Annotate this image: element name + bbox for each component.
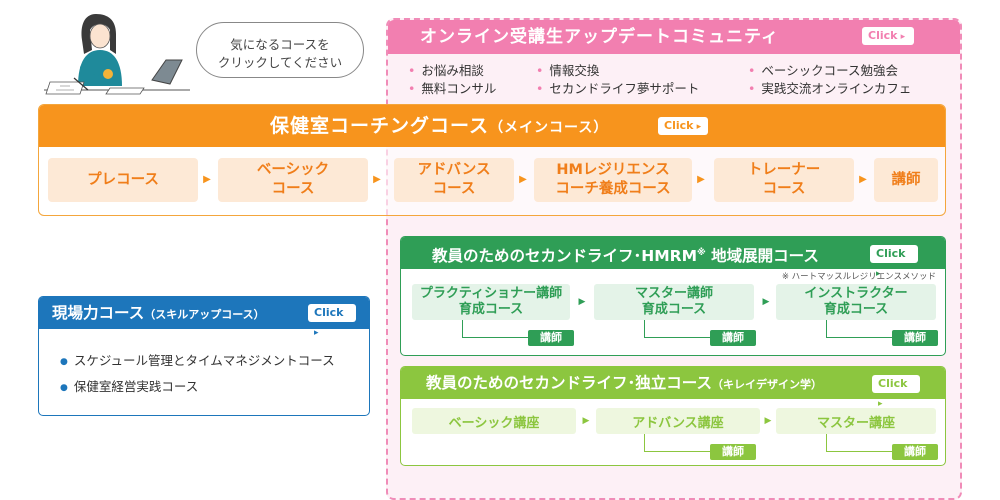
- skill-course-title: 現場力コース（スキルアップコース）: [52, 298, 302, 328]
- lecturer-tag: 講師: [528, 330, 574, 346]
- independent-step-advance[interactable]: アドバンス講座: [596, 408, 760, 434]
- hmrm-step-instructor[interactable]: インストラクター育成コース: [776, 284, 936, 320]
- lecturer-tag: 講師: [710, 444, 756, 460]
- community-item: セカンドライフ夢サポート: [536, 80, 699, 98]
- main-step-hm-resilience[interactable]: HMレジリエンスコーチ養成コース: [534, 158, 692, 202]
- independent-course-header: [401, 367, 945, 399]
- hmrm-step-master[interactable]: マスター講師育成コース: [594, 284, 754, 320]
- step-label-line2: コース: [271, 181, 315, 197]
- connector-line: [644, 434, 710, 452]
- step-label-line2: コース: [762, 181, 806, 197]
- step-label-line2: コース: [432, 181, 476, 197]
- step-label-line1: マスター講師: [634, 286, 713, 301]
- arrow-right-icon: ▶: [764, 416, 772, 426]
- arrow-right-icon: ▶: [762, 297, 770, 307]
- skill-course-subtitle: （スキルアップコース）: [144, 308, 265, 321]
- step-label: 講師: [891, 171, 921, 188]
- community-click-button[interactable]: Click: [862, 27, 914, 45]
- step-label: マスター講座: [816, 415, 895, 431]
- step-label-line2: 育成コース: [458, 302, 524, 317]
- arrow-right-icon: ▶: [859, 174, 867, 185]
- independent-subtitle: （キレイデザイン学）: [711, 378, 822, 391]
- step-label-line2: 育成コース: [641, 302, 707, 317]
- skill-course-click-button[interactable]: Click: [308, 304, 356, 322]
- community-item: お悩み相談: [408, 62, 484, 80]
- independent-step-master[interactable]: マスター講座: [776, 408, 936, 434]
- independent-course-title: 教員のためのセカンドライフ･独立コース（キレイデザイン学）: [426, 368, 866, 398]
- main-step-trainer[interactable]: トレーナーコース: [714, 158, 854, 202]
- lecturer-tag: 講師: [892, 330, 938, 346]
- lecturer-tag: 講師: [892, 444, 938, 460]
- arrow-right-icon: ▶: [519, 174, 527, 185]
- skill-course-item: 保健室経営実践コース: [60, 376, 198, 395]
- community-item: ベーシックコース勉強会: [748, 62, 898, 80]
- hmrm-title-mark: ※: [697, 248, 706, 258]
- step-label-line1: トレーナー: [747, 162, 821, 178]
- community-item: 無料コンサル: [408, 80, 496, 98]
- arrow-right-icon: ▶: [582, 416, 590, 426]
- community-item: 実践交流オンラインカフェ: [748, 80, 911, 98]
- step-label-line2: コーチ養成コース: [555, 181, 671, 197]
- independent-title-text: 教員のためのセカンドライフ･独立コース: [426, 374, 712, 392]
- bubble-text-line1: 気になるコースを: [230, 37, 330, 52]
- step-label-line1: ベーシック: [256, 162, 330, 178]
- community-item: 情報交換: [536, 62, 599, 80]
- arrow-right-icon: ▶: [697, 174, 705, 185]
- bubble-text-line2: クリックしてください: [217, 55, 343, 70]
- main-step-precourse[interactable]: プレコース: [48, 158, 198, 202]
- arrow-right-icon: ▶: [578, 297, 586, 307]
- person-at-desk-illustration: [44, 14, 190, 95]
- main-course-title: 保健室コーチングコース（メインコース）: [270, 110, 650, 142]
- hmrm-click-button[interactable]: Click: [870, 245, 918, 263]
- hmrm-footnote: ※ ハートマッスルレジリエンスメソッド: [781, 272, 936, 282]
- arrow-right-icon: ▶: [373, 174, 381, 185]
- main-course-header: [39, 105, 945, 147]
- hmrm-course-title: 教員のためのセカンドライフ･HMRM※ 地域展開コース: [432, 238, 862, 268]
- main-course-title-text: 保健室コーチングコース: [270, 115, 490, 137]
- skill-course-item: スケジュール管理とタイムマネジメントコース: [60, 350, 335, 369]
- skill-course-title-text: 現場力コース: [52, 304, 145, 322]
- main-course-click-button[interactable]: Click: [658, 117, 708, 135]
- step-label-line1: HMレジリエンス: [556, 162, 670, 178]
- step-label-line2: 育成コース: [823, 302, 889, 317]
- independent-click-button[interactable]: Click: [872, 375, 920, 393]
- connector-line: [462, 320, 528, 338]
- lecturer-tag: 講師: [710, 330, 756, 346]
- main-step-advance[interactable]: アドバンスコース: [394, 158, 514, 202]
- step-label-line1: プラクティショナー講師: [419, 286, 563, 301]
- step-label: ベーシック講座: [448, 415, 540, 431]
- main-step-basic[interactable]: ベーシックコース: [218, 158, 368, 202]
- community-title: オンライン受講生アップデートコミュニティ: [420, 27, 779, 47]
- hmrm-course-header: [401, 237, 945, 269]
- independent-step-basic[interactable]: ベーシック講座: [412, 408, 576, 434]
- step-label: アドバンス講座: [632, 415, 724, 431]
- step-label-line1: インストラクター: [804, 286, 908, 301]
- step-label-line1: アドバンス: [417, 162, 491, 178]
- speech-bubble: [196, 22, 364, 78]
- connector-line: [826, 320, 892, 338]
- arrow-right-icon: ▶: [203, 174, 211, 185]
- hmrm-title-text: 教員のためのセカンドライフ･HMRM: [432, 247, 698, 266]
- step-label: プレコース: [87, 171, 159, 188]
- main-course-subtitle: （メインコース）: [489, 120, 609, 136]
- hmrm-step-practitioner[interactable]: プラクティショナー講師育成コース: [412, 284, 570, 320]
- connector-line: [826, 434, 892, 452]
- hmrm-title-text2: 地域展開コース: [705, 247, 819, 266]
- connector-line: [644, 320, 710, 338]
- main-step-lecturer[interactable]: 講師: [874, 158, 938, 202]
